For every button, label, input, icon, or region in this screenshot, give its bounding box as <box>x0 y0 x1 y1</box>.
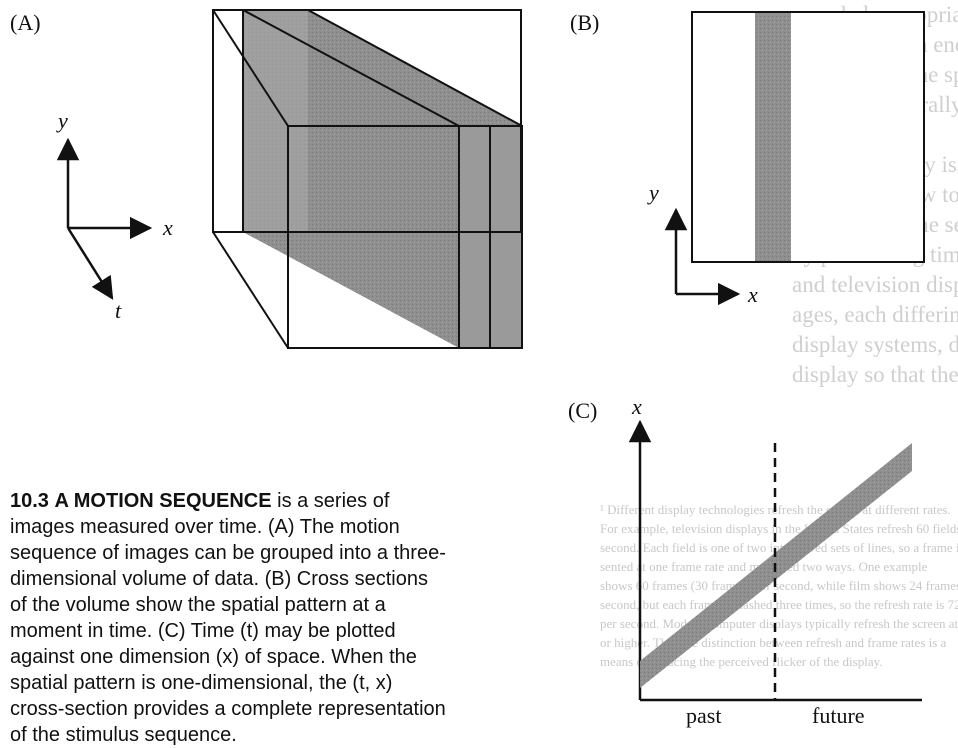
caption-line: cross-section provides a complete repres… <box>10 698 446 720</box>
background-text-line: display so that the displays give the pe… <box>792 362 958 387</box>
caption-line: against one dimension (x) of space. When… <box>10 646 417 668</box>
data-volume-cube <box>212 9 523 349</box>
footnote-line: For example, television displays in the … <box>600 521 958 536</box>
figure-caption: 10.3 A MOTION SEQUENCE is a series of ima… <box>10 488 590 748</box>
cross-section-frame <box>691 11 925 263</box>
footnote-line: second. Each field is one of two interle… <box>600 540 958 555</box>
caption-line: spatial pattern is one-dimensional, the … <box>10 672 393 694</box>
caption-line: of the stimulus sequence. <box>10 724 237 746</box>
caption-line: dimensional volume of data. (B) Cross se… <box>10 568 428 590</box>
slab-top-face <box>243 10 522 126</box>
footnote-line: shows 60 frames (30 frames) per second, … <box>600 578 958 593</box>
cube-edges <box>212 9 523 349</box>
background-footnote-text: ¹ Different display technologies refresh… <box>600 500 958 729</box>
caption-line: images measured over time. (A) The motio… <box>10 516 400 538</box>
panel-c-label: (C) <box>568 398 597 423</box>
panel-c: (C) x past future <box>568 394 922 728</box>
panel-a-axis-y-label: y <box>56 108 68 133</box>
caption-line: moment in time. (C) Time (t) may be plot… <box>10 620 396 642</box>
panel-b-axis-y-label: y <box>647 180 659 205</box>
future-label: future <box>812 703 865 728</box>
panel-a-label: (A) <box>10 10 41 35</box>
cross-section-bar <box>755 13 791 261</box>
background-text-line: display systems, displays are refreshed … <box>792 332 958 357</box>
slab-back-face <box>243 10 308 232</box>
panel-c-axis-x-label: x <box>631 394 642 419</box>
figure-number: 10.3 <box>10 490 49 512</box>
panel-b-axis-x-label: x <box>747 282 758 307</box>
footnote-line: second, but each frame is flashed three … <box>600 597 958 612</box>
caption-line: of the volume show the spatial pattern a… <box>10 594 386 616</box>
past-label: past <box>686 703 721 728</box>
panel-b: (B) y x <box>570 10 925 307</box>
background-text-line: and television displays, digital display… <box>792 272 958 297</box>
panel-b-label: (B) <box>570 10 599 35</box>
panel-a: (A) y x t <box>10 9 523 349</box>
caption-line: is a series of <box>271 490 390 512</box>
background-text-line: ages, each differing slightly from the p… <box>792 302 958 327</box>
panel-a-axis-t-label: t <box>115 298 122 323</box>
panel-a-axis-x-label: x <box>162 215 173 240</box>
motion-sequence-figure: (A) y x t <box>10 9 925 728</box>
caption-line: sequence of images can be grouped into a… <box>10 542 446 564</box>
t-axis-arrow <box>66 227 114 300</box>
figure-title: A MOTION SEQUENCE <box>54 490 272 512</box>
panel-a-axes: y x t <box>56 108 173 323</box>
